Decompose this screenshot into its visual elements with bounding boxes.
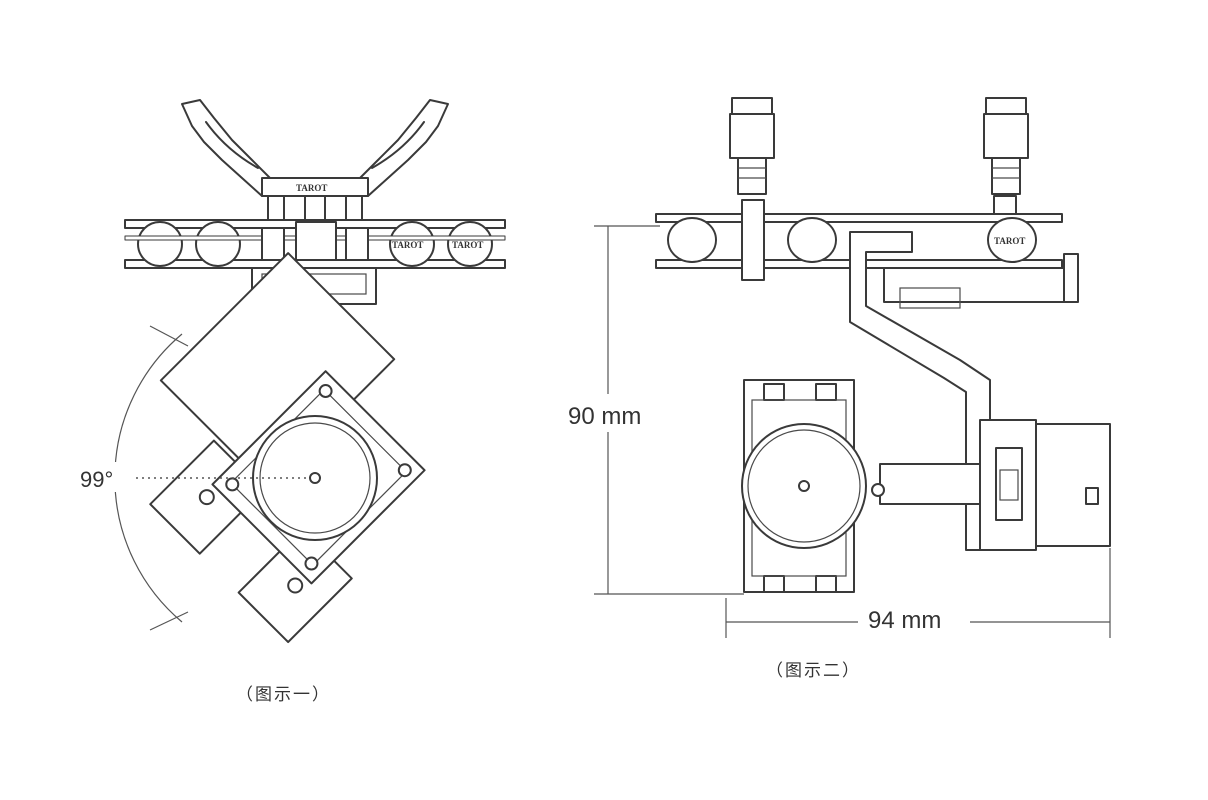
- brand-logo-left-ball-2: TAROT: [452, 240, 483, 250]
- brand-logo-left-top: TAROT: [296, 183, 327, 193]
- roll-motor: [252, 415, 378, 541]
- brand-logo-right-ball: TAROT: [994, 236, 1025, 246]
- brand-logo-left-ball-1: TAROT: [392, 240, 423, 250]
- figure-one-front-view: TAROT TAROT TAROT: [76, 99, 506, 705]
- landing-gear-connectors: [729, 97, 1029, 195]
- caption-figure-two: （图示二）: [766, 661, 861, 681]
- angle-label: 99°: [80, 467, 113, 492]
- side-roll-assembly: [741, 379, 981, 593]
- width-dimension-label: 94 mm: [868, 607, 941, 634]
- caption-figure-one: （图示一）: [236, 685, 331, 705]
- damper-plate-assembly: TAROT TAROT: [124, 219, 506, 305]
- dimension-lines: 90 mm 94 mm: [568, 225, 1111, 638]
- height-dimension-label: 90 mm: [568, 403, 641, 430]
- side-damper-plates: TAROT: [655, 195, 1079, 309]
- control-board: [883, 267, 1077, 303]
- side-camera-body: [979, 419, 1111, 551]
- mount-clamp-arms: TAROT: [181, 99, 449, 223]
- pitch-arm: [849, 231, 991, 551]
- figure-two-side-view: TAROT: [568, 97, 1111, 681]
- angle-annotation: 99°: [76, 325, 310, 631]
